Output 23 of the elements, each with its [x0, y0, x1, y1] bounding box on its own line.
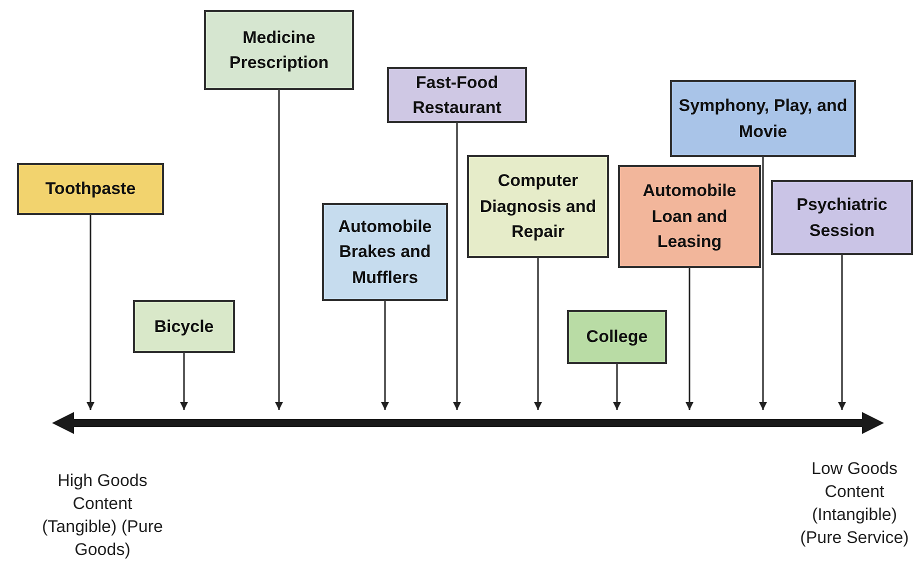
arrow: [534, 258, 542, 410]
category-box: Automobile Loan and Leasing: [618, 165, 761, 268]
arrow: [86, 215, 94, 410]
category-box: Bicycle: [133, 300, 235, 353]
arrow: [613, 364, 621, 410]
category-box: Symphony, Play, and Movie: [670, 80, 856, 157]
category-box: Medicine Prescription: [204, 10, 354, 90]
arrow: [686, 268, 694, 410]
category-box: College: [567, 310, 667, 364]
category-box: Automobile Brakes and Mufflers: [322, 203, 448, 301]
arrow: [180, 353, 188, 410]
category-box: Computer Diagnosis and Repair: [467, 155, 609, 258]
double-arrow-bar: [52, 410, 884, 436]
arrow: [275, 90, 283, 410]
category-box: Fast-Food Restaurant: [387, 67, 527, 123]
category-box: Psychiatric Session: [771, 180, 913, 255]
arrow: [453, 123, 461, 410]
category-box: Toothpaste: [17, 163, 164, 215]
axis-end-label: Low Goods Content (Intangible) (Pure Service): [799, 458, 910, 549]
axis-end-label: High Goods Content (Tangible) (Pure Goods): [41, 470, 164, 561]
arrow: [838, 255, 846, 410]
arrow: [381, 301, 389, 410]
arrow: [759, 157, 767, 410]
